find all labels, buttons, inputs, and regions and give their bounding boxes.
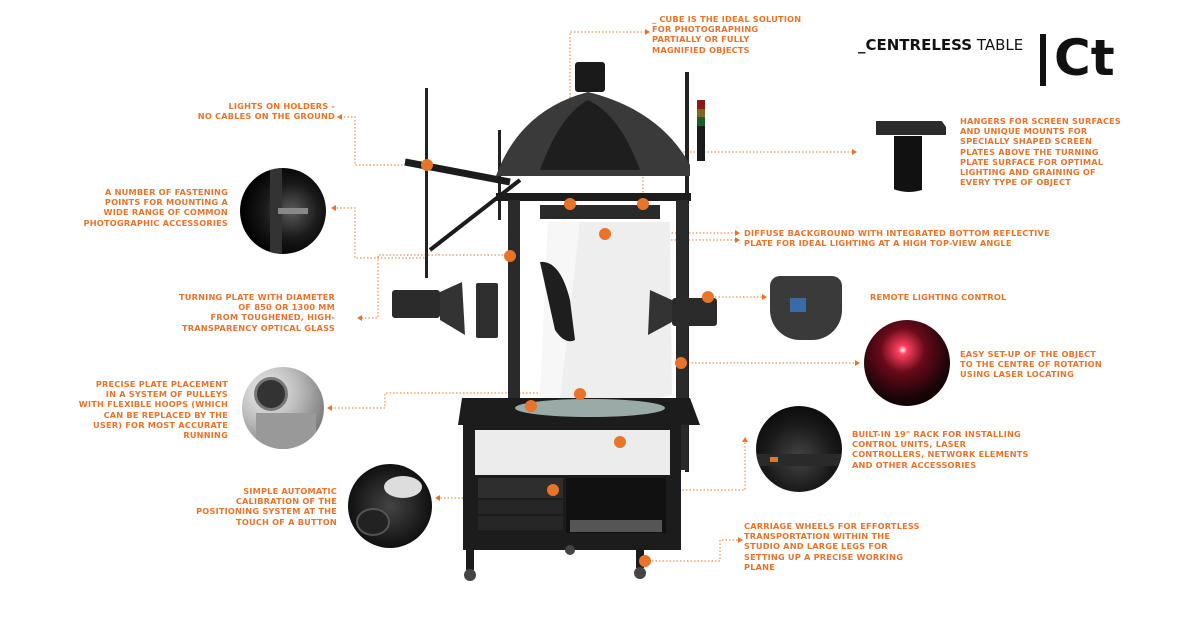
pulley-detail-image [242, 367, 324, 449]
annotation-lights: LIGHTS ON HOLDERS - NO CABLES ON THE GRO… [197, 101, 335, 122]
marker-diffuse [599, 228, 611, 240]
ct-logo: Ct [1040, 30, 1115, 86]
screen-plate [894, 136, 922, 192]
rail-shape [270, 168, 282, 254]
title-light: TABLE [972, 36, 1024, 54]
marker-fastening [504, 250, 516, 262]
laser-detail-image [864, 320, 950, 406]
annotation-turning-plate: TURNING PLATE WITH DIAMETER OF 850 OR 13… [179, 292, 335, 333]
marker-turning-plate [574, 388, 586, 400]
calibration-wheel [356, 508, 390, 536]
remote-screen [790, 298, 806, 312]
annotation-wheels: CARRIAGE WHEELS FOR EFFORTLESS TRANSPORT… [744, 521, 920, 572]
guide-plate [256, 413, 316, 449]
marker-reflective-plate [614, 436, 626, 448]
marker-cube [564, 198, 576, 210]
hanger-bar [876, 121, 946, 135]
hanger-detail-image [866, 106, 952, 192]
annotation-laser: EASY SET-UP OF THE OBJECT TO THE CENTRE … [960, 349, 1102, 380]
logo-text: Ct [1054, 29, 1115, 87]
annotation-rack: BUILT-IN 19" RACK FOR INSTALLING CONTROL… [852, 429, 1029, 470]
logo-bar [1040, 34, 1046, 86]
marker-rack [547, 484, 559, 496]
annotation-plate-placement: PRECISE PLATE PLACEMENT IN A SYSTEM OF P… [78, 379, 228, 441]
calibration-disc [384, 476, 422, 498]
title-prefix: _ [858, 36, 866, 54]
annotation-diffuse: DIFFUSE BACKGROUND WITH INTEGRATED BOTTO… [744, 228, 1050, 249]
rack-logo [770, 457, 778, 462]
title-bold: CENTRELESS [865, 36, 973, 54]
marker-wheels [639, 555, 651, 567]
pulley-wheel [254, 377, 288, 411]
annotation-fastening: A NUMBER OF FASTENING POINTS FOR MOUNTIN… [83, 187, 228, 228]
marker-lights [421, 159, 433, 171]
rack-unit [756, 454, 842, 466]
annotation-hangers: HANGERS FOR SCREEN SURFACES AND UNIQUE M… [960, 116, 1121, 188]
rack-detail-image [756, 406, 842, 492]
calibration-detail-image [348, 464, 432, 548]
annotation-cube: _ CUBE IS THE IDEAL SOLUTION FOR PHOTOGR… [652, 14, 802, 55]
remote-detail-image [770, 276, 842, 340]
annotation-calibration: SIMPLE AUTOMATIC CALIBRATION OF THE POSI… [196, 486, 337, 527]
product-title-text: _CENTRELESS TABLE [858, 36, 1023, 54]
marker-remote [702, 291, 714, 303]
marker-plate-placement [525, 400, 537, 412]
marker-hangers [637, 198, 649, 210]
fastening-detail-image [240, 168, 326, 254]
annotation-remote: REMOTE LIGHTING CONTROL [870, 292, 1007, 302]
marker-laser [675, 357, 687, 369]
bolt-shape [278, 208, 308, 214]
